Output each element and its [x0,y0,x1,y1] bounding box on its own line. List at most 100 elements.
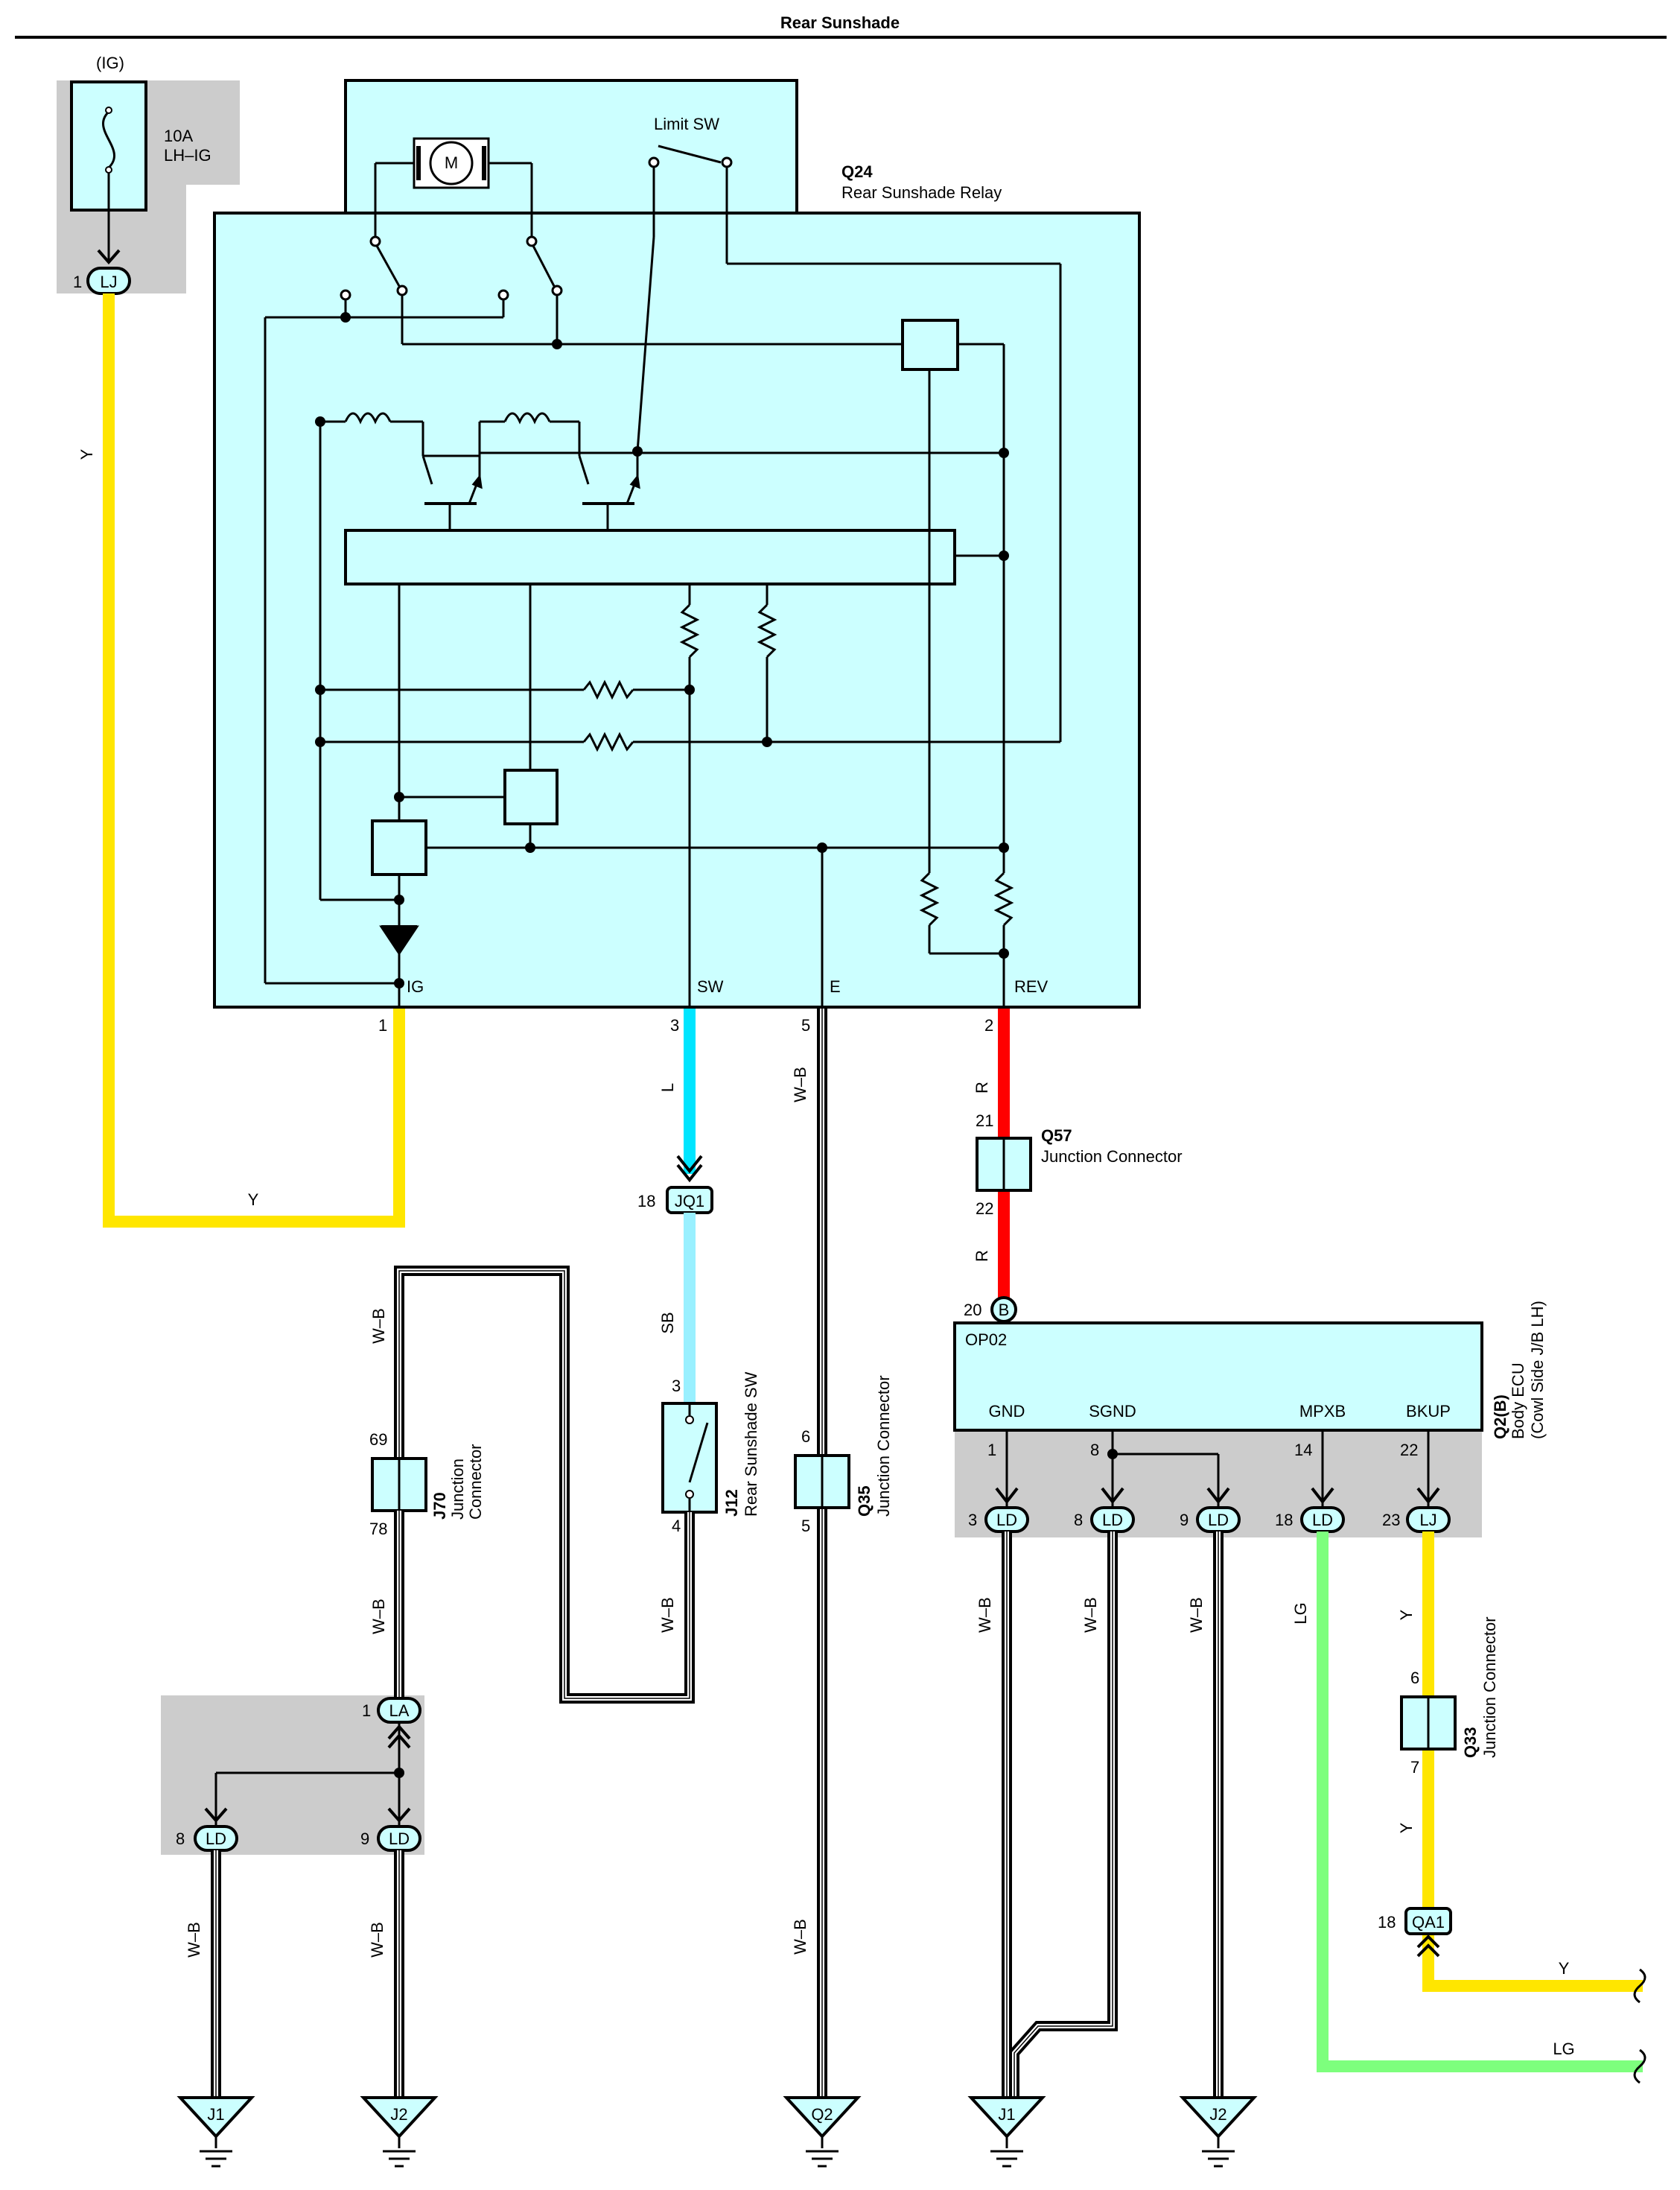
chevron-down-icon [1311,1487,1334,1505]
svg-text:GND: GND [989,1402,1025,1421]
svg-text:1: 1 [73,273,82,291]
connector-qa1: QA1 18 [1378,1907,1452,1958]
chevron-down-icon [1101,1487,1124,1505]
svg-text:8: 8 [1074,1511,1083,1529]
ground-icon: J2 [360,2096,439,2168]
svg-text:Body ECU: Body ECU [1509,1362,1527,1439]
svg-text:LJ: LJ [1419,1511,1436,1529]
svg-text:9: 9 [360,1829,369,1848]
svg-text:W–B: W–B [369,1599,388,1634]
svg-text:22: 22 [976,1199,993,1218]
svg-text:18: 18 [637,1192,655,1210]
connector-q33: 6 7 Q33 Junction Connector [1400,1616,1499,1777]
svg-text:Q24: Q24 [841,162,873,181]
connector-q57: 21 22 Q57 Junction Connector [976,1111,1183,1218]
svg-text:W–B: W–B [658,1597,677,1633]
svg-text:W–B: W–B [1187,1597,1206,1633]
motor-label: M [445,153,458,172]
ground-icon: Q2 [783,2096,862,2168]
svg-text:OP02: OP02 [965,1330,1007,1349]
svg-text:J1: J1 [998,2105,1015,2124]
connector-j70: 69 78 J70 Junction Connector [369,1430,485,1538]
wires-la-ground [211,1850,404,2098]
fuse-lh-ig: (IG) 10A LH–IG LJ 1 [70,54,211,295]
svg-text:(Cowl Side J/B LH): (Cowl Side J/B LH) [1528,1301,1547,1439]
svg-text:LD: LD [389,1829,410,1848]
svg-text:23: 23 [1382,1511,1400,1529]
svg-text:5: 5 [801,1016,810,1035]
svg-text:9: 9 [1180,1511,1189,1529]
svg-text:LG: LG [1553,2040,1574,2058]
svg-text:22: 22 [1400,1441,1418,1459]
svg-text:J2: J2 [390,2105,407,2124]
svg-text:LD: LD [1102,1511,1123,1529]
svg-text:Limit SW: Limit SW [654,115,719,133]
svg-text:3: 3 [968,1511,977,1529]
svg-text:Connector: Connector [466,1444,485,1520]
svg-text:LJ: LJ [100,273,117,291]
fuse-icon [102,110,115,169]
ecu-body: B 20 OP02 GND SGND MPXB BKUP Q2(B) Body … [953,1296,1547,1439]
connector-q35: 6 5 Q35 Junction Connector [794,1375,893,1535]
svg-text:BKUP: BKUP [1406,1402,1451,1421]
svg-text:2: 2 [984,1016,993,1035]
chevron-up-icon [1416,1935,1440,1958]
svg-text:W–B: W–B [185,1922,203,1958]
svg-text:J2: J2 [1209,2105,1226,2124]
svg-text:4: 4 [672,1517,681,1535]
svg-text:SGND: SGND [1089,1402,1136,1421]
svg-text:Junction Connector: Junction Connector [874,1375,893,1517]
svg-text:Y: Y [1559,1959,1570,1978]
chevron-down-icon [1416,1487,1440,1505]
svg-text:Junction Connector: Junction Connector [1041,1147,1183,1166]
chevron-up-icon [387,1724,411,1749]
wire-break-y [1633,1968,1646,2004]
svg-text:Rear Sunshade Relay: Rear Sunshade Relay [841,183,1002,202]
chevron-down-icon [387,1807,411,1824]
svg-text:E: E [830,977,841,996]
svg-text:(IG): (IG) [96,54,124,72]
wire-break-lg [1633,2048,1646,2084]
ground-icon: J1 [967,2096,1046,2168]
chevron-down-icon [1206,1487,1230,1505]
chevron-down-icon [204,1807,228,1824]
ecu-terminals: 1 8 14 22 LD 3 LD 8 LD 9 LD 18 LJ 23 [968,1430,1451,1533]
svg-text:14: 14 [1294,1441,1312,1459]
svg-text:LA: LA [389,1701,410,1720]
ground-icon: J2 [1179,2096,1258,2168]
svg-text:Y: Y [248,1190,259,1209]
svg-text:Q35: Q35 [855,1485,874,1517]
ground-icon: J1 [176,2096,255,2168]
relay-q24: Q24 Rear Sunshade Relay Limit SW [213,79,1141,1009]
wire-yellow-ig [103,293,405,1228]
svg-text:W–B: W–B [369,1308,388,1344]
svg-text:5: 5 [801,1517,810,1535]
svg-text:L: L [658,1083,677,1092]
svg-text:Q33: Q33 [1461,1727,1480,1758]
svg-text:JQ1: JQ1 [675,1192,704,1210]
svg-text:7: 7 [1410,1758,1419,1777]
svg-text:REV: REV [1014,977,1049,996]
svg-text:B: B [999,1301,1010,1319]
chevron-down-icon [995,1487,1019,1505]
svg-text:IG: IG [407,977,424,996]
wire-green-lg [1317,1532,1643,2072]
svg-text:69: 69 [369,1430,387,1449]
wires-ecu-ground [1002,1532,1224,2098]
wire-j12-wb [394,1266,695,1704]
svg-text:18: 18 [1378,1913,1396,1932]
wire-sw: L JQ1 18 SB [637,1009,713,1403]
svg-text:W–B: W–B [1081,1597,1100,1633]
svg-text:W–B: W–B [368,1922,386,1958]
svg-text:Q2: Q2 [811,2105,833,2124]
svg-text:3: 3 [672,1377,681,1395]
svg-text:Y: Y [1397,1822,1416,1833]
relay-circuit [264,137,1062,1007]
svg-text:6: 6 [1410,1669,1419,1687]
svg-text:Q57: Q57 [1041,1126,1072,1145]
svg-text:20: 20 [964,1301,981,1319]
svg-text:10A: 10A [164,127,193,145]
svg-text:1: 1 [378,1016,387,1035]
svg-text:LD: LD [996,1511,1017,1529]
svg-text:Rear Sunshade SW: Rear Sunshade SW [742,1371,760,1517]
